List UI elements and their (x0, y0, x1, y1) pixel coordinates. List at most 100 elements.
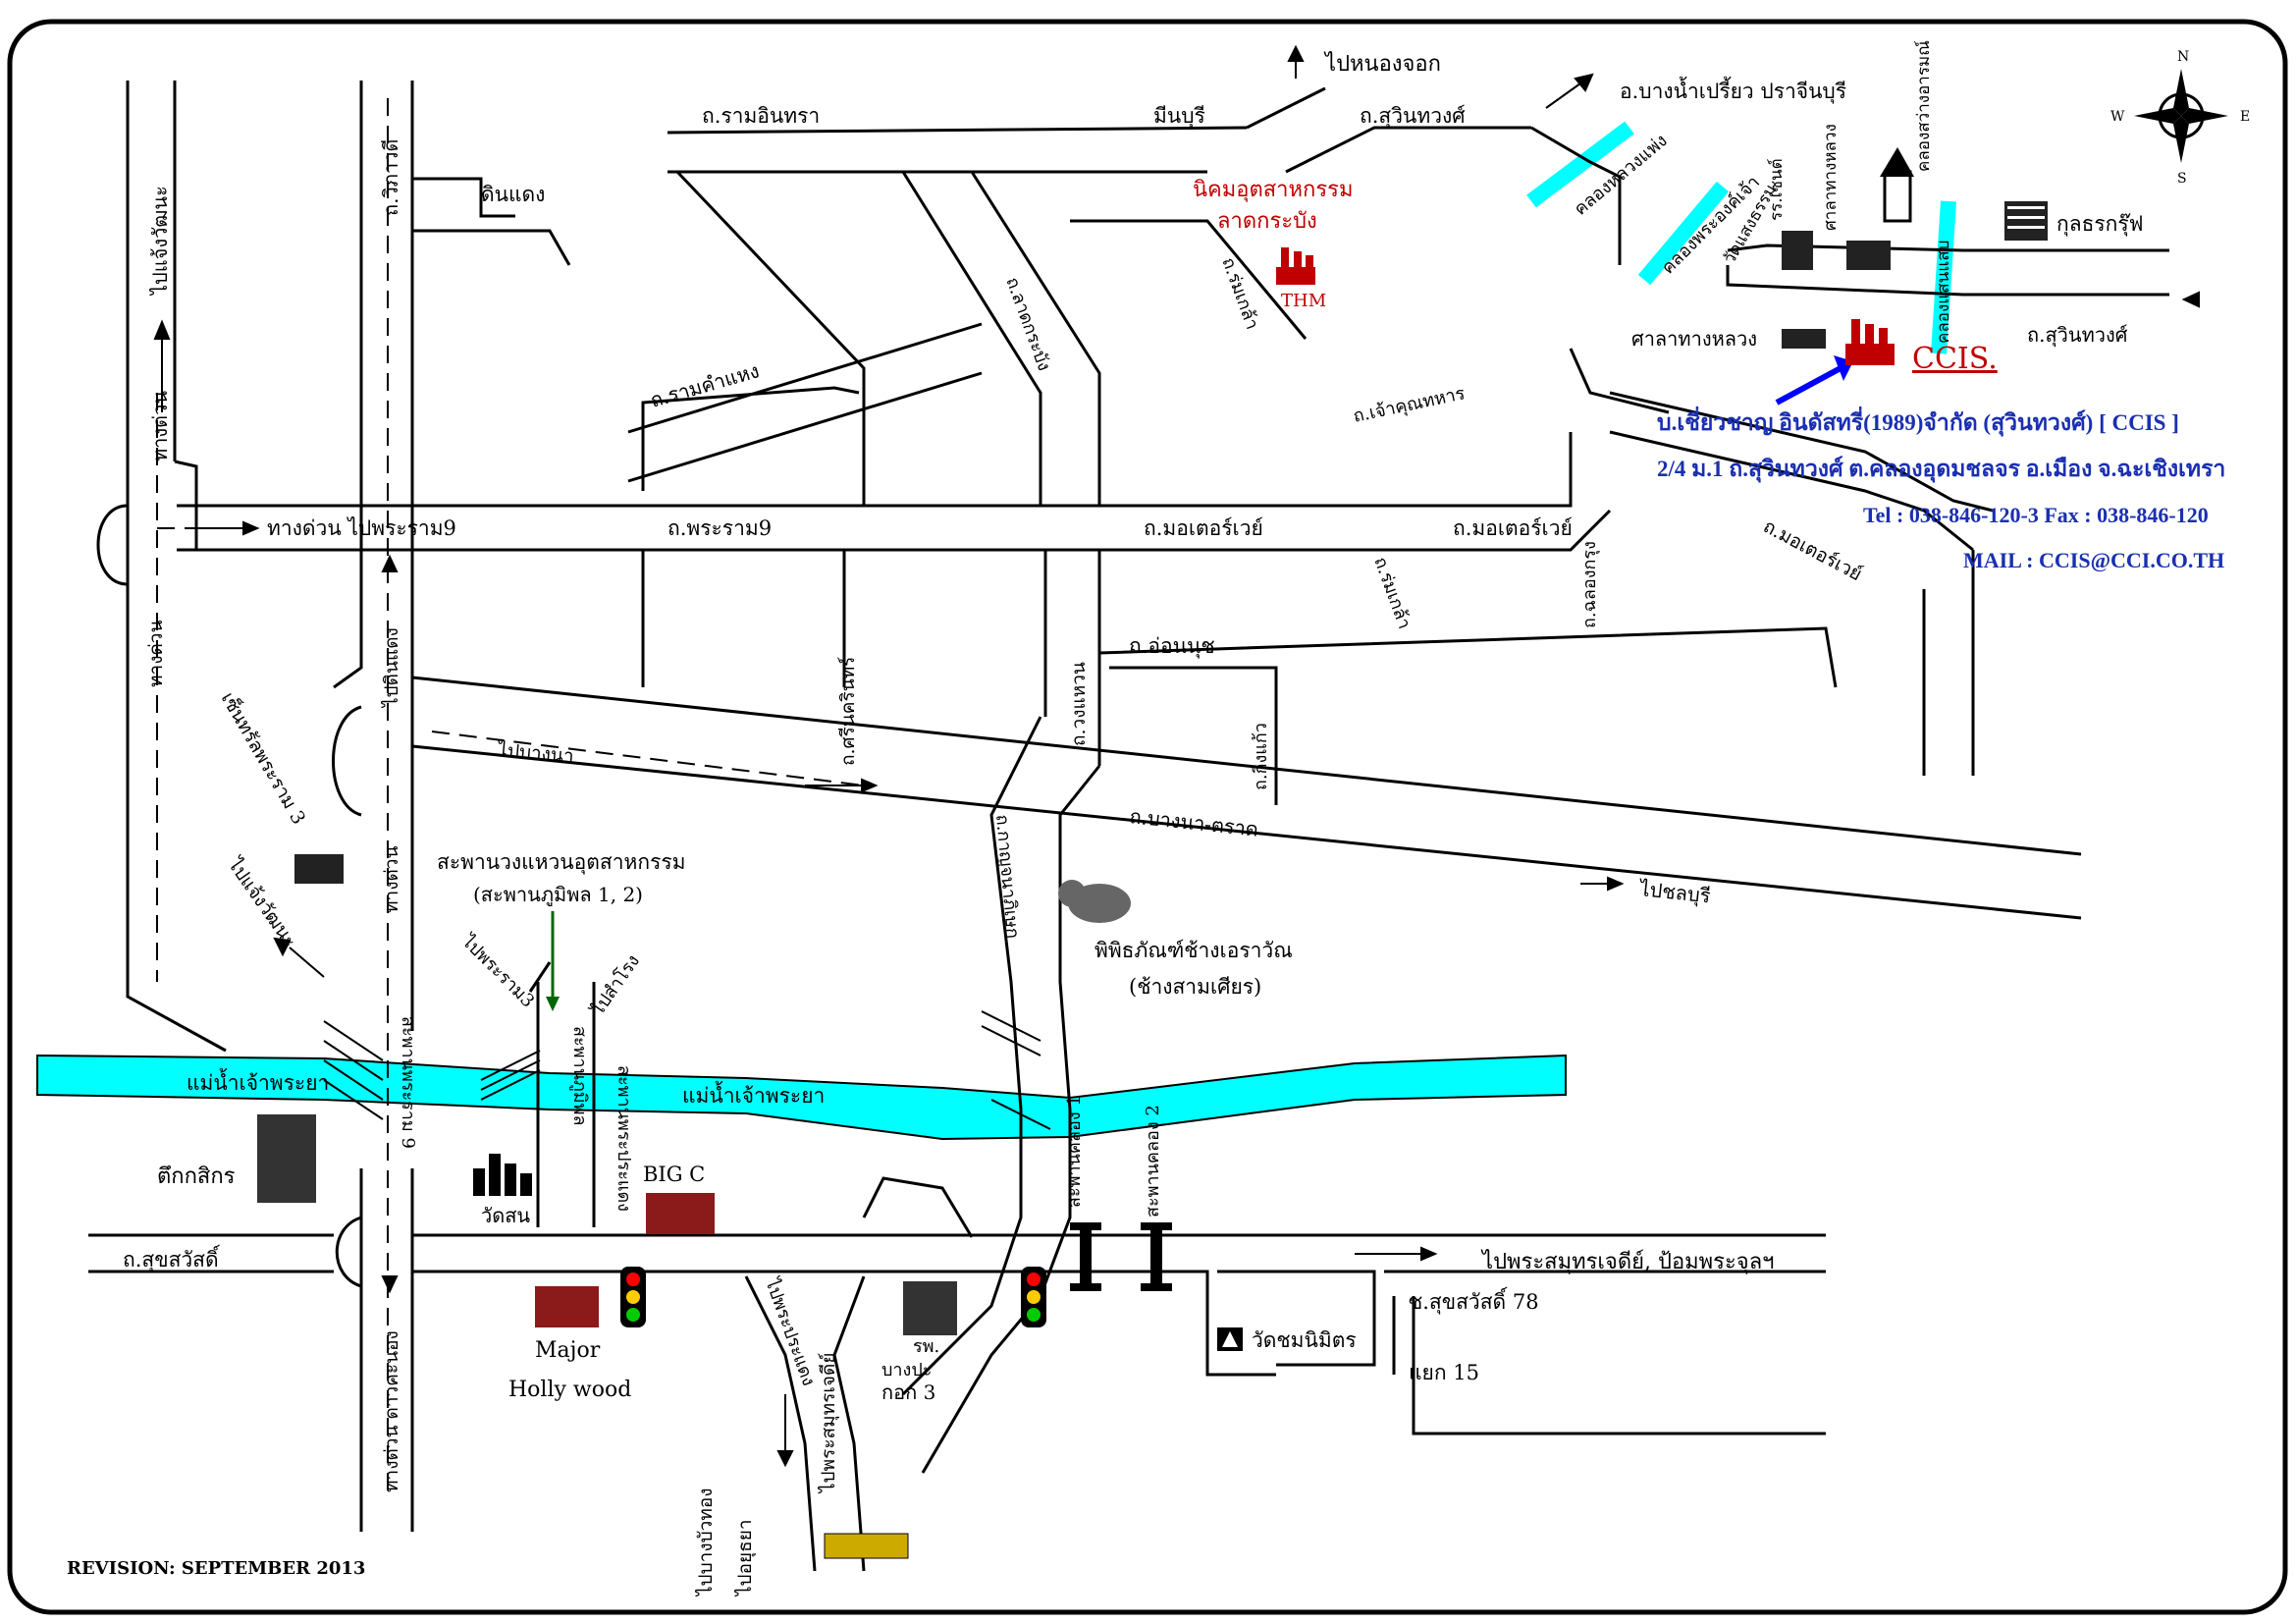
label-rama9: ถ.พระราม9 (667, 516, 772, 540)
label-erawan-sub: (ช้างสามเศียร) (1129, 975, 1261, 999)
label-bridge-ring: สะพานวงแหวนอุตสาหกรรม (437, 850, 685, 875)
big-c-store-icon (646, 1193, 715, 1234)
label-soi78: ซ.สุขสวัสดิ์ 78 (1409, 1286, 1539, 1315)
label-wongwaen: ถ.วงแหวน (1068, 662, 1090, 746)
label-sala-thang-luang-top: ศาลาทางหลวง (1821, 124, 1841, 231)
compass-s: S (2177, 171, 2187, 187)
label-wat-chom: วัดชมนิมิตร (1252, 1328, 1357, 1352)
chao-phraya-river (36, 1054, 1567, 1141)
kasikorn-tower-icon (257, 1114, 316, 1203)
label-bridge-rama9: สะพานพระราม 9 (398, 1016, 418, 1149)
label-khlong-nong: คลองแสนแสบ (1934, 241, 1953, 344)
label-min-buri: มีนบุรี (1153, 104, 1205, 129)
label-khlong-bridge-1: สะพานคลอง 1 (1064, 1095, 1085, 1208)
label-bridge-bhumibol-v: สะพานภูมิพล (569, 1026, 590, 1126)
label-expressway-left: ทางด่วน (145, 621, 167, 687)
expressway-route-4 (431, 731, 865, 786)
rest-area-icon (1782, 329, 1826, 349)
label-on-nut: ถ.อ่อนนุช (1129, 634, 1215, 659)
company-mail: MAIL : CCIS@CCI.CO.TH (1963, 548, 2224, 572)
ccis-pointer-arrow (1775, 365, 1842, 406)
company-phone: Tel : 038-846-120-3 Fax : 038-846-120 (1863, 503, 2209, 527)
bridge-khlong-icon (1070, 1222, 1172, 1291)
label-suwinthawong-top: ถ.สุวินทวงศ์ (1360, 104, 1466, 129)
label-major: Major (535, 1338, 601, 1363)
traffic-light-icon-2 (1021, 1267, 1046, 1327)
label-to-bang-bua-thong: ไปบางบัวทอง (695, 1488, 717, 1597)
compass-e: E (2240, 109, 2250, 125)
label-motorway-2: ถ.มอเตอร์เวย์ (1453, 516, 1573, 540)
hospital-icon (903, 1281, 957, 1335)
label-wiphawadi: ถ.วิภาวดี (379, 139, 402, 216)
khlong-phra-ong-chao-canal (1637, 181, 1730, 286)
label-motorway-1: ถ.มอเตอร์เวย์ (1144, 516, 1263, 540)
ccis-factory-icon (1845, 319, 1895, 365)
label-khlong-sawang: คลองสว่างอารมณ์ (1914, 40, 1934, 172)
khlong-sawang-canal (1931, 200, 1956, 354)
label-khlong-bridge-2: สะพานคลอง 2 (1143, 1105, 1163, 1218)
label-kok3: กอก 3 (881, 1380, 935, 1404)
major-cinema-icon (535, 1286, 599, 1327)
building-icon (2004, 201, 2048, 241)
label-to-ayutthaya: ไปอยุธยา (734, 1519, 757, 1597)
label-nong-chok: ไปหนองจอก (1323, 51, 1441, 77)
label-king-kaeo: ถ.กิ่งแก้ว (1248, 723, 1271, 790)
elephant-icon (1058, 880, 1131, 923)
label-kasikorn-building: ตึกกสิกร (157, 1164, 236, 1189)
label-to-chaeng-wattana-top: ไปแจ้งวัฒนะ (148, 186, 172, 297)
label-thm: THM (1281, 291, 1326, 311)
office-building-icon (1782, 231, 1891, 270)
church-icon (1880, 147, 1914, 223)
label-river-left: แม่น้ำเจ้าพระยา (187, 1068, 329, 1095)
label-river-right: แม่น้ำเจ้าพระยา (682, 1081, 825, 1108)
label-lat-krabang: ลาดกระบัง (1217, 209, 1317, 234)
label-bang-pakok: บางปะ (881, 1360, 932, 1380)
label-expressway-top: ทางด่วน (148, 391, 172, 461)
khlong-luang-phaeng-canal (1526, 121, 1634, 208)
label-ccis-marker: CCIS. (1912, 342, 1998, 376)
bridge-pointer-head (546, 997, 560, 1011)
label-bang-nam-priao: อ.บางน้ำเปรี้ยว ปราจีนบุรี (1620, 77, 1846, 104)
label-to-samut-prakan: ไปพระสมุทรเจดีย์ (818, 1353, 840, 1495)
label-ram-inthra: ถ.รามอินทรา (702, 104, 820, 128)
label-bridge-bhumibol: (สะพานภูมิพล 1, 2) (473, 883, 643, 907)
label-hospital: รพ. (913, 1336, 939, 1357)
label-srinakarin: ถ.ศรีนครินทร์ (837, 657, 859, 766)
label-industrial-estate: นิคมอุตสาหกรรม (1193, 178, 1354, 202)
company-address: 2/4 ม.1 ถ.สุวินทวงศ์ ต.คลองอุดมชลจร อ.เม… (1657, 456, 2225, 483)
city-skyline-icon (473, 1154, 532, 1196)
label-big-c: BIG C (643, 1163, 705, 1186)
label-suk-sawat: ถ.สุขสวัสดิ์ (123, 1244, 221, 1272)
label-yaek15: แยก 15 (1409, 1361, 1479, 1384)
company-name: บ.เชี่ยวชาญ อินดัสทรี่(1989)จำกัด (สุวิน… (1657, 406, 2179, 437)
label-sala-thang-luang: ศาลาทางหลวง (1631, 327, 1757, 351)
label-wat-son: วัดสน (481, 1204, 530, 1227)
factory-icon (1276, 247, 1315, 285)
label-chalongkrung: ถ.ฉลองกรุง (1579, 541, 1600, 628)
label-to-samut-chedi: ไปพระสมุทรเจดีย์, ป้อมพระจุลฯ (1480, 1249, 1775, 1274)
revision-note: REVISION: SEPTEMBER 2013 (67, 1558, 365, 1579)
bridge-hatch-icons (323, 1010, 1051, 1130)
compass-rose: N S E W (2110, 49, 2250, 187)
central-mall-icon (294, 854, 344, 884)
label-bridge-wat: สะพานพระประแดง (614, 1065, 634, 1212)
traffic-light-icon (620, 1267, 646, 1327)
label-to-din-daeng: ไปดินแดง (381, 627, 402, 709)
road-network (88, 81, 2169, 1572)
toll-gate-icon (824, 1533, 909, 1559)
compass-w: W (2110, 109, 2125, 125)
label-school: รร.เซนต์ (1767, 158, 1787, 221)
temple-icon (1217, 1327, 1243, 1351)
compass-n: N (2177, 49, 2189, 65)
label-dao-khanong: ทางด่วน ดาวคะนอง (381, 1330, 402, 1492)
label-expressway-rama9: ทางด่วน ไปพระราม9 (267, 516, 456, 540)
label-suwinthawong-right: ถ.สุวินทวงศ์ (2027, 323, 2128, 348)
label-expressway-vertical: ทางด่วน (381, 846, 402, 913)
map-frame (7, 19, 2288, 1615)
label-krungthai: กุลธรกรุ๊ฟ (2056, 212, 2144, 237)
label-erawan: พิพิธภัณฑ์ช้างเอราวัณ (1095, 939, 1293, 962)
label-din-daeng: ดินแดง (481, 183, 545, 206)
direction-arrows (153, 44, 2200, 1468)
label-hollywood: Holly wood (508, 1378, 631, 1402)
